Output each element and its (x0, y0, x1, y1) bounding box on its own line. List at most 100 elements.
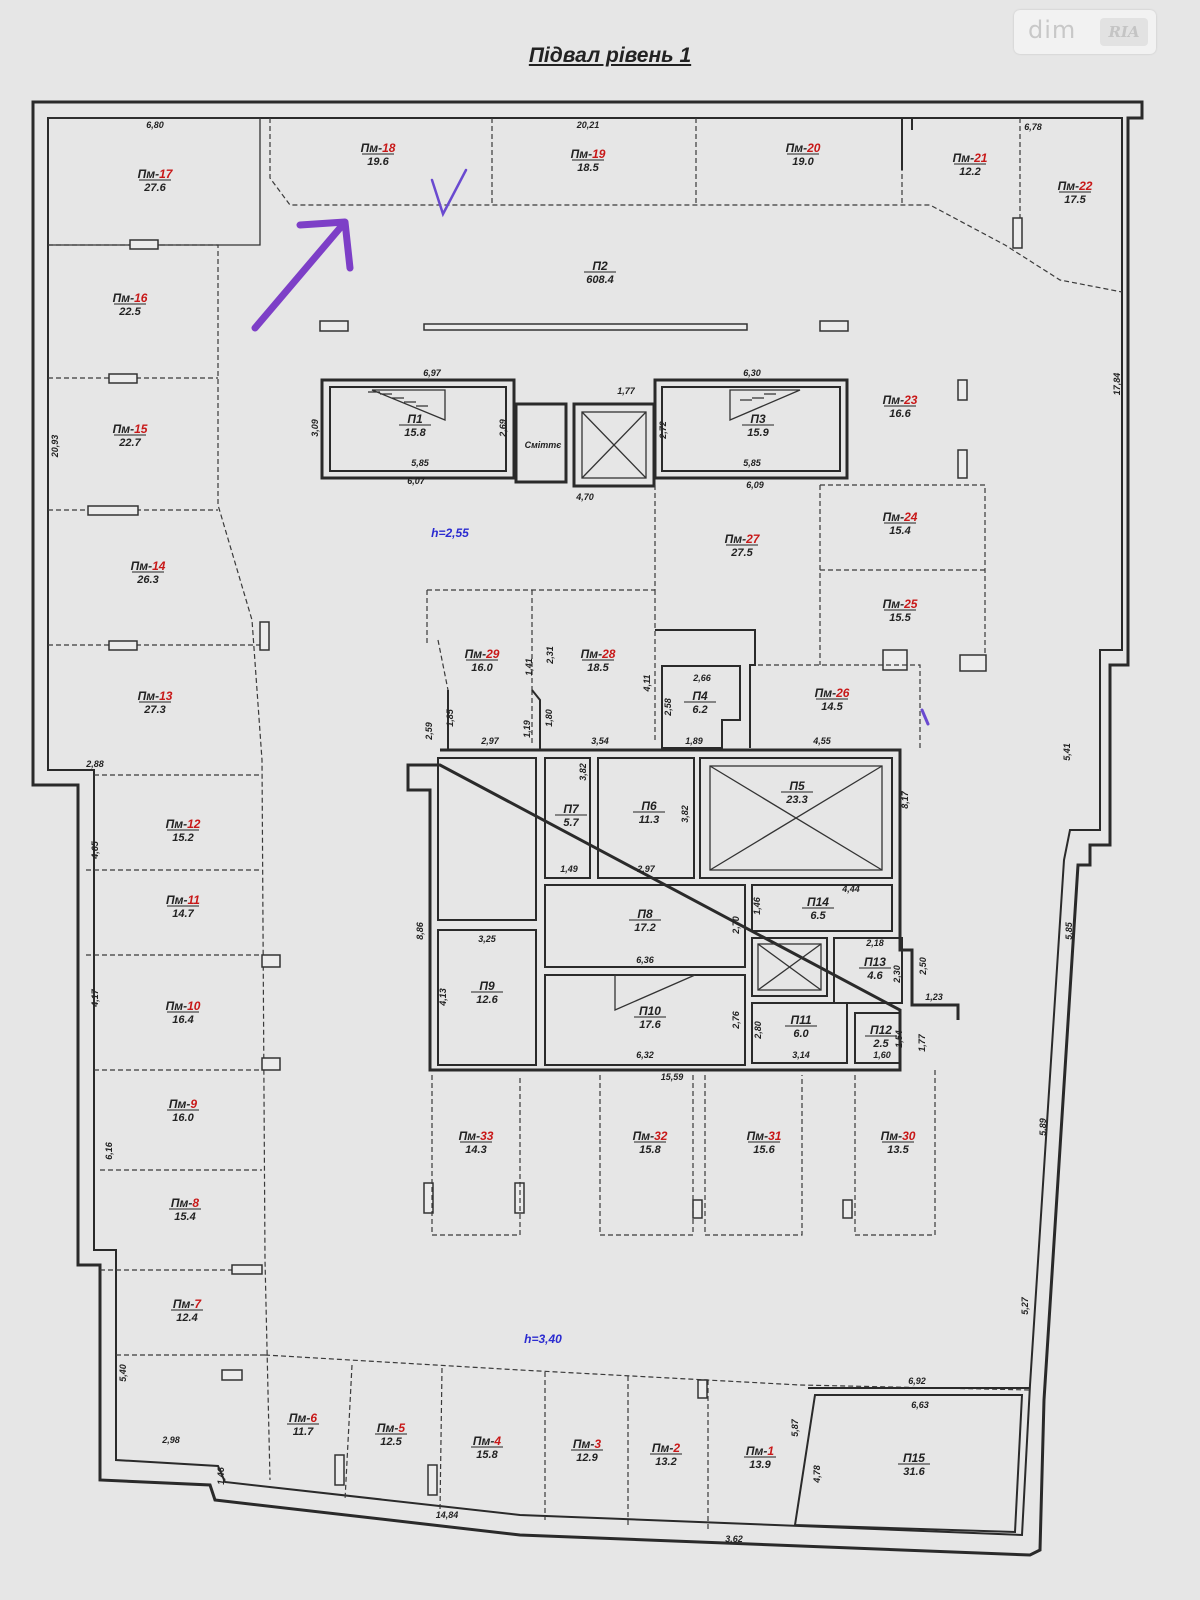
ceiling-height-lower: h=3,40 (524, 1332, 562, 1346)
room-code-pm16: Пм-16 (113, 291, 148, 305)
dimension-label: 2,97 (480, 736, 500, 746)
room-code-pm24: Пм-24 (883, 510, 918, 524)
room-code-pm31: Пм-31 (747, 1129, 782, 1143)
room-area-pm15: 22.7 (118, 437, 141, 449)
dimension-label: 3,82 (578, 763, 588, 781)
dimension-label: 5,41 (1062, 743, 1072, 761)
room-code-p2: П2 (592, 259, 608, 273)
dimension-label: 3,62 (725, 1534, 743, 1544)
watermark-text: dim (1028, 16, 1077, 44)
room-code-pm17: Пм-17 (138, 167, 174, 181)
room-area-pm8: 15.4 (174, 1211, 195, 1223)
room-code-p9: П9 (479, 979, 495, 993)
room-code-pm7: Пм-7 (173, 1297, 203, 1311)
room-area-pm7: 12.4 (176, 1312, 197, 1324)
dimension-label: 6,92 (908, 1376, 926, 1386)
dimension-label: 4,44 (841, 884, 860, 894)
room-area-pm18: 19.6 (367, 156, 389, 168)
dimension-label: 4,17 (90, 988, 100, 1008)
dimension-label: 6,78 (1024, 122, 1042, 132)
room-area-pm31: 15.6 (753, 1144, 775, 1156)
room-area-pm24: 15.4 (889, 525, 910, 537)
wall-fixtures (87, 217, 1023, 1496)
dimension-label: 3,14 (792, 1050, 810, 1060)
lower-boxes (431, 1070, 936, 1236)
dimension-label: 6,63 (911, 1400, 929, 1410)
dim-ria-watermark: dim RIA (1014, 10, 1156, 54)
room-area-pm32: 15.8 (639, 1144, 661, 1156)
dimension-label: 6,97 (423, 368, 442, 378)
room-area-p10: 17.6 (639, 1019, 661, 1031)
dimension-label: 4,65 (90, 840, 100, 860)
dimension-label: 2,70 (731, 916, 741, 935)
middle-block (426, 484, 986, 750)
dimension-label: 5,85 (1064, 921, 1074, 940)
dimension-label: 5,85 (743, 458, 762, 468)
room-area-p8: 17.2 (634, 922, 655, 934)
dimension-label: 3,54 (591, 736, 609, 746)
room-code-pm21: Пм-21 (953, 151, 988, 165)
dimension-label: 2,66 (692, 673, 712, 683)
room-code-p3: П3 (750, 412, 766, 426)
room-area-p11: 6.0 (793, 1028, 809, 1040)
dimension-label: 2,18 (865, 938, 884, 948)
room-code-pm15: Пм-15 (113, 422, 148, 436)
room-area-p14: 6.5 (810, 910, 826, 922)
room-code-p4: П4 (692, 689, 708, 703)
dimension-label: 17,84 (1112, 373, 1122, 396)
room-code-pm18: Пм-18 (361, 141, 396, 155)
room-code-p14: П14 (807, 895, 829, 909)
outer-wall (31, 100, 1144, 1557)
room-code-pm30: Пм-30 (881, 1129, 916, 1143)
room-area-pm21: 12.2 (959, 166, 980, 178)
room-code-p10: П10 (639, 1004, 661, 1018)
room-area-pm9: 16.0 (172, 1112, 194, 1124)
room-area-pm4: 15.8 (476, 1449, 498, 1461)
room-code-pm28: Пм-28 (581, 647, 616, 661)
dimension-label: 3,25 (478, 934, 497, 944)
room-code-p7: П7 (563, 802, 580, 816)
dimension-label: 2,98 (161, 1435, 180, 1445)
room-area-pm29: 16.0 (471, 662, 493, 674)
annotation-arrow (251, 218, 354, 332)
room-code-pm25: Пм-25 (883, 597, 918, 611)
lower-core (406, 748, 960, 1072)
room-area-pm13: 27.3 (143, 704, 165, 716)
dimension-label: 6,32 (636, 1050, 654, 1060)
room-code-p1: П1 (407, 412, 423, 426)
dimension-label: 4,13 (438, 988, 448, 1007)
dimension-label: 5,85 (411, 458, 430, 468)
room-code-pm11: Пм-11 (166, 893, 200, 907)
dimension-label: 4,55 (812, 736, 832, 746)
dimension-label: 5,40 (118, 1364, 128, 1382)
room-area-p3: 15.9 (747, 427, 769, 439)
dimension-label: 3,09 (310, 419, 320, 437)
dimension-label: 1,49 (560, 864, 578, 874)
room-area-pm12: 15.2 (172, 832, 193, 844)
room-area-pm25: 15.5 (889, 612, 911, 624)
room-code-pm19: Пм-19 (571, 147, 606, 161)
dimension-label: 2,88 (85, 759, 104, 769)
dimension-label: 2,97 (636, 864, 656, 874)
room-code-pm1: Пм-1 (746, 1444, 775, 1458)
room-code-pm27: Пм-27 (725, 532, 761, 546)
dimension-label: 1,80 (544, 709, 554, 727)
room-code-pm4: Пм-4 (473, 1434, 502, 1448)
dimension-label: 2,80 (753, 1021, 763, 1040)
dimension-label: 8,86 (415, 921, 425, 940)
dimension-label: 1,85 (445, 708, 455, 727)
dimension-label: 1,89 (685, 736, 703, 746)
dimension-label: 1,46 (216, 1466, 226, 1485)
room-area-pm23: 16.6 (889, 408, 911, 420)
room-code-pm10: Пм-10 (166, 999, 201, 1013)
dimension-label: 5,89 (1038, 1118, 1048, 1136)
room-code-p15: П15 (903, 1451, 925, 1465)
room-code-pm3: Пм-3 (573, 1437, 602, 1451)
room-area-pm22: 17.5 (1064, 194, 1086, 206)
room-area-pm30: 13.5 (887, 1144, 909, 1156)
room-area-pm19: 18.5 (577, 162, 599, 174)
room-code-pm5: Пм-5 (377, 1421, 406, 1435)
